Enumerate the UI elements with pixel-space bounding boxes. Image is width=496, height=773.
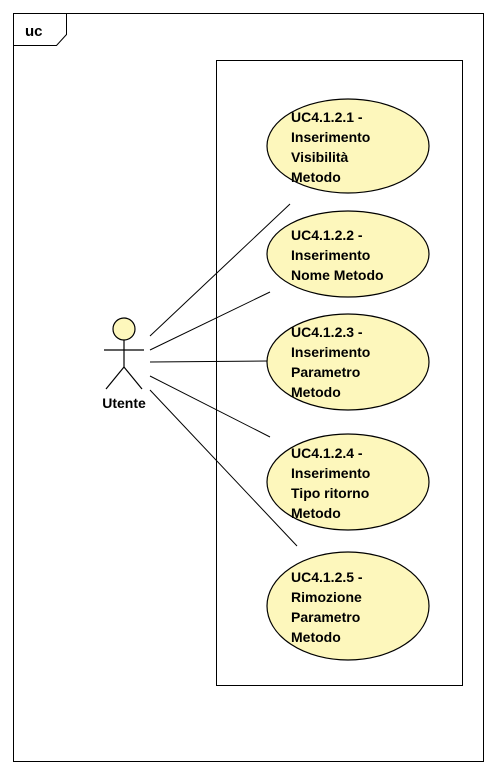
svg-text:UC4.1.2.2 - Inserimento: UC4.1.2.2 - Inserimento Nome Metodo xyxy=(291,227,384,283)
use-case-ellipse xyxy=(266,210,430,298)
use-case-ellipse xyxy=(266,433,430,531)
use-case-2-line-3: Nome Metodo xyxy=(291,267,384,283)
use-case-5-line-1: UC4.1.2.5 - xyxy=(291,569,363,585)
svg-text:UC4.1.2.5 - Rimozione: UC4.1.2.5 - Rimozione Parametro Metodo xyxy=(291,569,366,645)
use-case-3-line-1: UC4.1.2.3 - xyxy=(291,324,363,340)
use-case-1-line-3: Visibilità xyxy=(291,149,349,165)
frame-label: uc xyxy=(25,23,43,40)
use-case-4-line-4: Metodo xyxy=(291,505,341,521)
actor-left-leg xyxy=(105,366,125,390)
use-case-4-line-3: Tipo ritorno xyxy=(291,485,369,501)
use-case-1-line-2: Inserimento xyxy=(291,129,370,145)
association-uc1 xyxy=(149,203,291,337)
actor-head xyxy=(112,317,136,341)
use-case-4-line-1: UC4.1.2.4 - xyxy=(291,445,363,461)
svg-text:UC4.1.2.4 - Inserimento: UC4.1.2.4 - Inserimento Tipo ritorno Met… xyxy=(291,445,374,521)
use-case-ellipse xyxy=(266,551,430,661)
use-case-ellipse xyxy=(266,313,430,411)
svg-text:UC4.1.2.1 - Inserimento: UC4.1.2.1 - Inserimento Visibilità Metod… xyxy=(291,109,374,185)
use-case-ellipse xyxy=(266,98,430,194)
svg-text:UC4.1.2.3 - Inserimento: UC4.1.2.3 - Inserimento Parametro Metodo xyxy=(291,324,374,400)
use-case-3[interactable]: UC4.1.2.3 - Inserimento Parametro Metodo xyxy=(266,313,430,411)
use-case-2[interactable]: UC4.1.2.2 - Inserimento Nome Metodo xyxy=(266,210,430,298)
use-case-3-line-3: Parametro xyxy=(291,364,360,380)
use-case-4-line-2: Inserimento xyxy=(291,465,370,481)
actor-right-leg xyxy=(123,366,143,390)
use-case-2-line-1: UC4.1.2.2 - xyxy=(291,227,363,243)
frame-label-tab xyxy=(13,13,67,46)
use-case-1-line-4: Metodo xyxy=(291,169,341,185)
association-uc4 xyxy=(149,375,271,438)
use-case-1-line-1: UC4.1.2.1 - xyxy=(291,109,363,125)
use-case-3-line-2: Inserimento xyxy=(291,344,370,360)
system-boundary xyxy=(216,60,463,686)
diagram-frame xyxy=(13,13,484,762)
use-case-5-line-4: Metodo xyxy=(291,629,341,645)
use-case-5[interactable]: UC4.1.2.5 - Rimozione Parametro Metodo xyxy=(266,551,430,661)
use-case-5-line-3: Parametro xyxy=(291,609,360,625)
use-case-1[interactable]: UC4.1.2.1 - Inserimento Visibilità Metod… xyxy=(266,98,430,194)
association-uc5 xyxy=(149,389,298,547)
association-uc3 xyxy=(149,360,269,363)
use-case-5-line-2: Rimozione xyxy=(291,589,362,605)
actor-name: Utente xyxy=(102,395,146,411)
use-case-4[interactable]: UC4.1.2.4 - Inserimento Tipo ritorno Met… xyxy=(266,433,430,531)
use-case-2-line-2: Inserimento xyxy=(291,247,370,263)
use-case-3-line-4: Metodo xyxy=(291,384,341,400)
association-uc2 xyxy=(149,291,271,351)
associations xyxy=(149,203,298,547)
actor-utente[interactable]: Utente xyxy=(102,317,146,411)
